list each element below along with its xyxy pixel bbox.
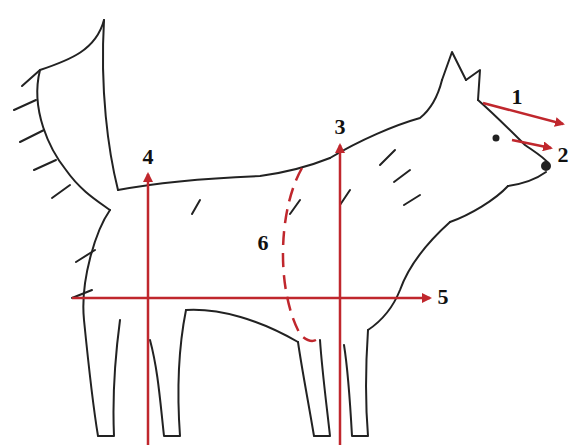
measure-arrow (72, 297, 430, 300)
callout-number: 1 (512, 86, 523, 108)
callout-number: 3 (335, 116, 346, 138)
measure-arrow (483, 103, 563, 124)
girth-line (283, 168, 316, 341)
callout-number: 5 (438, 286, 449, 308)
callout-number: 4 (143, 146, 154, 168)
measure-arrow (512, 140, 551, 148)
callout-number: 6 (258, 232, 269, 254)
measure-arrow (339, 145, 342, 445)
callout-number: 2 (558, 144, 569, 166)
measure-arrow (147, 174, 150, 445)
